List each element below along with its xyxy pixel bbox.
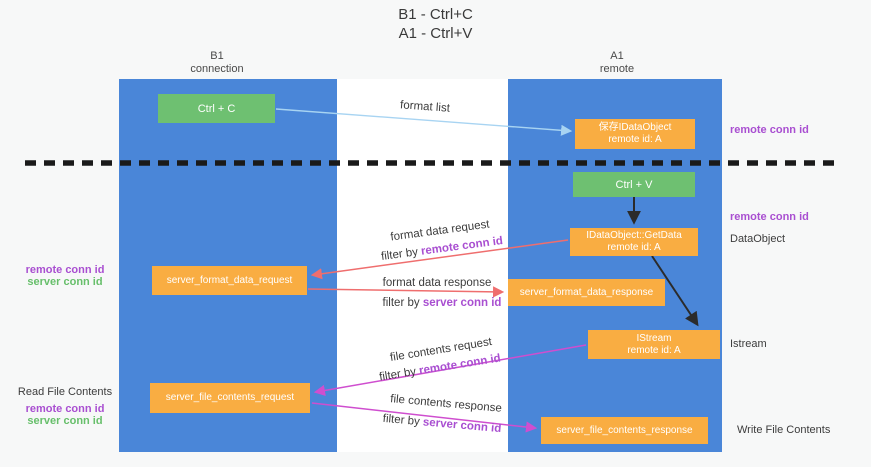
server-format-data-response-label: server_format_data_response [519,286,654,298]
istream-box: IStream remote id: A [588,330,720,359]
ctrl-v-label: Ctrl + V [615,178,653,191]
center-strip [337,79,508,452]
remote-conn-id-annotation-left2: remote conn id [25,403,105,415]
server-conn-id-annotation-left2: server conn id [27,415,103,427]
diagram-title: B1 - Ctrl+C A1 - Ctrl+V [0,5,871,43]
idataobject-getdata-box: IDataObject::GetData remote id: A [570,228,698,256]
ctrl-c-box: Ctrl + C [158,94,275,123]
lane-b1-id: B1 [210,50,224,62]
getdata-line1: IDataObject::GetData [586,230,682,241]
format-list-arrow [275,108,573,136]
title-line-2: A1 - Ctrl+V [398,25,473,42]
save-idataobject-line1: 保存IDataObject [598,122,672,133]
server-conn-id-text: server conn id [422,297,502,309]
server-file-contents-request-box: server_file_contents_request [150,383,310,413]
format-data-response-filter-label: filter by server conn id [383,297,502,309]
file-contents-request-arrow [313,344,587,396]
lane-a1-id: A1 [610,50,624,62]
write-file-contents-annotation: Write File Contents [737,424,831,436]
server-file-contents-request-label: server_file_contents_request [165,392,295,403]
file-contents-response-arrow [311,402,538,433]
title-line-1: B1 - Ctrl+C [398,6,473,23]
server-conn-id-annotation-left1: server conn id [27,276,103,288]
server-format-data-response-box: server_format_data_response [508,279,665,306]
getdata-line2: remote id: A [607,242,661,253]
lane-header-a1: A1 remote [537,50,697,76]
filter-by-text: filter by [382,297,423,309]
istream-line2: remote id: A [627,344,681,356]
lane-a1-role: remote [599,63,635,75]
dataobject-annotation: DataObject [730,233,786,245]
remote-conn-id-annotation-top: remote conn id [730,124,809,136]
format-data-request-arrow [310,239,569,280]
ctrl-v-box: Ctrl + V [573,172,695,197]
server-file-contents-response-label: server_file_contents_response [556,424,693,436]
lane-header-b1: B1 connection [137,50,297,76]
lane-b1-role: connection [190,63,244,75]
format-data-response-label: format data response [382,277,492,289]
ctrl-c-label: Ctrl + C [197,102,236,115]
server-file-contents-response-box: server_file_contents_response [541,417,708,444]
remote-conn-id-annotation-getdata: remote conn id [730,211,809,223]
server-format-data-request-label: server_format_data_request [166,274,293,286]
getdata-to-istream-arrow [651,255,699,327]
read-file-contents-annotation: Read File Contents [17,386,113,398]
istream-line1: IStream [636,332,672,344]
save-idataobject-line2: remote id: A [608,134,662,145]
server-format-data-request-box: server_format_data_request [152,266,307,295]
remote-conn-id-annotation-left1: remote conn id [25,264,105,276]
format-request-conn-ids: remote conn id server conn id [10,264,120,288]
file-request-conn-ids: remote conn id server conn id [10,403,120,427]
format-data-response-arrow [307,286,505,298]
save-idataobject-box: 保存IDataObject remote id: A [575,119,695,149]
istream-annotation: Istream [730,338,767,350]
